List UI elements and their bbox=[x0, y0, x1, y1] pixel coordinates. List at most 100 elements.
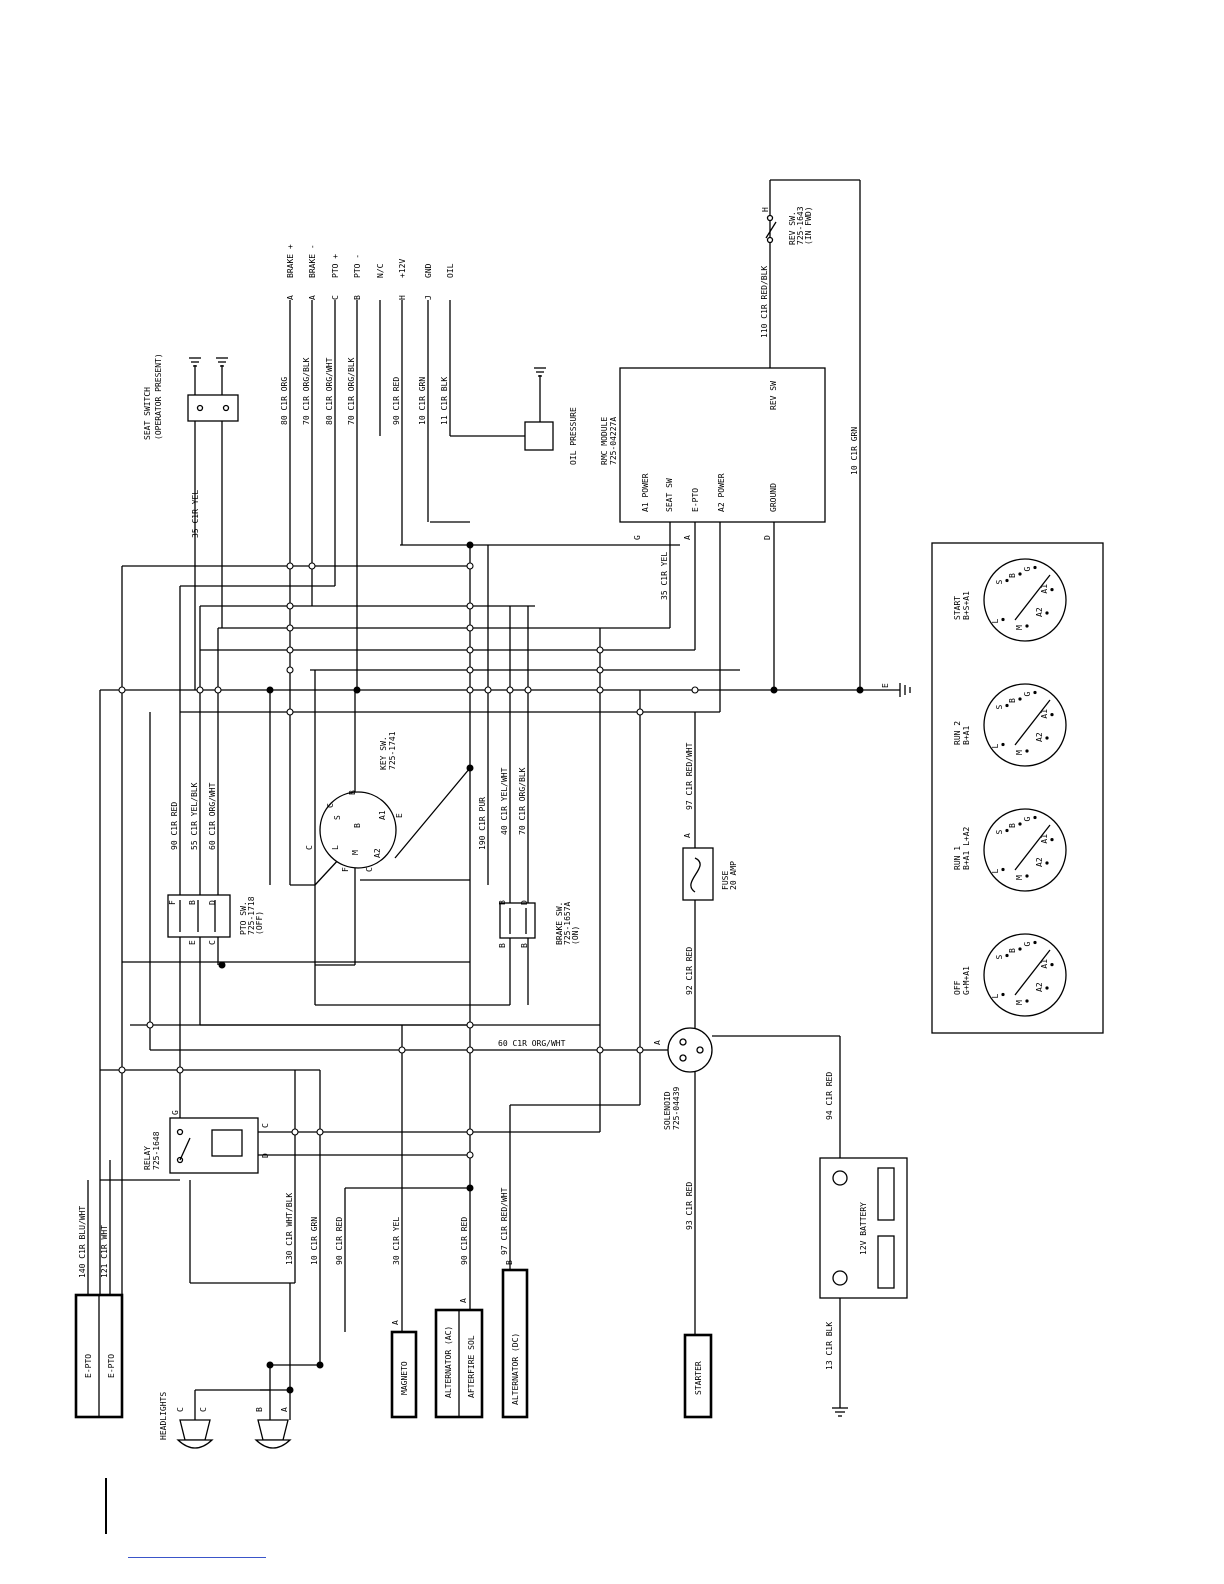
dial-terminal bbox=[1033, 565, 1037, 570]
e-pto: E-PTO E-PTO bbox=[74, 1293, 124, 1419]
wire-label: 90 C1R RED bbox=[392, 377, 401, 425]
dial-term-label: B bbox=[1008, 698, 1017, 703]
connector-pin: B bbox=[353, 295, 362, 300]
key-position-name: START bbox=[953, 596, 962, 620]
rmc-module: RMC MODULE 725-04227A A1 POWER SEAT SW E… bbox=[600, 367, 826, 540]
wire-label: 93 C1R RED bbox=[685, 1182, 694, 1230]
key-term: C bbox=[365, 867, 374, 872]
starter: STARTER bbox=[683, 1333, 713, 1419]
wire-label: 35 C1R YEL bbox=[191, 490, 200, 538]
magneto: A MAGNETO bbox=[390, 1320, 418, 1419]
ground-symbol-icon bbox=[534, 367, 546, 377]
wire-label: 60 C1R ORG/WHT bbox=[498, 1039, 566, 1048]
dial-term-label: L bbox=[991, 869, 1000, 874]
dial-term-label: A1 bbox=[1040, 709, 1049, 719]
dial-terminal bbox=[1025, 999, 1029, 1003]
headlights-label: HEADLIGHTS bbox=[159, 1392, 168, 1440]
wire-label: 10 C1R GRN bbox=[310, 1217, 319, 1265]
battery-label: 12V BATTERY bbox=[859, 1202, 868, 1255]
connector-name: N/C bbox=[376, 263, 385, 278]
dial-term-label: A1 bbox=[1040, 959, 1049, 969]
seat-switch-note: (OPERATOR PRESENT) bbox=[154, 353, 163, 440]
seat-switch-label: SEAT SWITCH bbox=[143, 387, 152, 440]
dial-term-label: A2 bbox=[1035, 732, 1044, 742]
wire-label: 94 C1R RED bbox=[825, 1072, 834, 1120]
reverse-switch: H REV SW. 725-1643 (IN FWD) bbox=[761, 206, 813, 245]
connector-pin: A bbox=[286, 295, 295, 300]
rmc-pin-ground: GROUND bbox=[769, 483, 778, 512]
dial-terminal bbox=[1005, 953, 1009, 958]
dial-term-label: M bbox=[1015, 625, 1024, 630]
pin-letter: F bbox=[168, 900, 177, 905]
dial-term-label: B bbox=[1008, 573, 1017, 578]
key-dial bbox=[983, 683, 1067, 767]
dial-terminal bbox=[1001, 742, 1005, 747]
dial-term-label: A1 bbox=[1040, 834, 1049, 844]
wire-label: 70 C1R ORG/BLK bbox=[347, 357, 356, 425]
wire-label: 10 C1R GRN bbox=[850, 427, 859, 475]
seat-switch: SEAT SWITCH (OPERATOR PRESENT) bbox=[143, 353, 239, 440]
relay-label: RELAY bbox=[143, 1146, 152, 1170]
wire-network bbox=[87, 179, 900, 1420]
connector-pin: A bbox=[308, 295, 317, 300]
alternator-ac: A ALTERNATOR (AC) AFTERFIRE SOL bbox=[434, 1298, 484, 1419]
key-position-terms: G+M+A1 bbox=[962, 966, 971, 995]
pin-letter: G bbox=[633, 535, 642, 540]
dial-terminal bbox=[1025, 749, 1029, 753]
key-switch: C B S B A1 L M A2 E C F C KEY SW. 725-17… bbox=[305, 731, 404, 872]
dial-terminal bbox=[1018, 822, 1022, 826]
key-sw-part: 725-1741 bbox=[388, 731, 397, 770]
pin-letter: C bbox=[199, 1407, 208, 1412]
connector-pin: J bbox=[424, 295, 433, 300]
pto-sw-part: 725-1718 bbox=[247, 896, 256, 935]
dial-terminal bbox=[1005, 703, 1009, 708]
pin-letter: A bbox=[653, 1040, 662, 1045]
brake-sw-note: (ON) bbox=[571, 926, 580, 945]
pin-letter: C bbox=[261, 1123, 270, 1128]
pin-letter: D bbox=[261, 1153, 270, 1158]
key-dial bbox=[983, 933, 1067, 1017]
pin-letter: B bbox=[255, 1407, 264, 1412]
connector-pin: C bbox=[331, 295, 340, 300]
magneto-label: MAGNETO bbox=[400, 1361, 409, 1395]
alternator-dc-label: ALTERNATOR (DC) bbox=[511, 1333, 520, 1405]
fuse: A FUSE 20 AMP bbox=[682, 833, 738, 901]
rev-sw-label: REV SW. bbox=[788, 211, 797, 245]
dial-terminal bbox=[1033, 815, 1037, 820]
dial-contact bbox=[1014, 949, 1051, 996]
dial-term-label: G bbox=[1023, 567, 1032, 572]
ground-symbol-icon bbox=[189, 357, 228, 367]
connector-name: PTO - bbox=[353, 254, 362, 278]
pin-letter: H bbox=[761, 207, 770, 212]
pin-letter: B bbox=[505, 1260, 514, 1265]
wire-label: 70 C1R ORG/BLK bbox=[518, 767, 527, 835]
dial-term-label: M bbox=[1015, 875, 1024, 880]
key-dial bbox=[983, 558, 1067, 642]
e-pto-label-2: E-PTO bbox=[107, 1354, 116, 1378]
key-position-name: RUN 2 bbox=[953, 721, 962, 745]
fuse-rating: 20 AMP bbox=[729, 861, 738, 890]
wire-label: 140 C1R BLU/WHT bbox=[78, 1206, 87, 1278]
wire-label: 130 C1R WHT/BLK bbox=[285, 1193, 294, 1265]
wire-label: 121 C1R WHT bbox=[100, 1225, 109, 1278]
key-position-terms: B+A1 L+A2 bbox=[962, 826, 971, 870]
dial-term-label: L bbox=[991, 619, 1000, 624]
pto-sw-note: (OFF) bbox=[255, 911, 264, 935]
ground-symbol-icon bbox=[832, 1407, 848, 1417]
dial-terminal bbox=[1005, 828, 1009, 833]
page-edge-bar bbox=[105, 1478, 107, 1534]
wire-label: 40 C1R YEL/WHT bbox=[500, 767, 509, 835]
dial-terminal bbox=[1050, 963, 1054, 967]
key-position-terms: B+S+A1 bbox=[962, 591, 971, 620]
brake-sw-part: 725-1657A bbox=[563, 901, 572, 945]
relay-part: 725-1648 bbox=[152, 1131, 161, 1170]
dial-term-label: B bbox=[1008, 823, 1017, 828]
dial-term-label: A2 bbox=[1035, 857, 1044, 867]
dial-terminal bbox=[1050, 713, 1054, 717]
wire-label: 110 C1R RED/BLK bbox=[760, 266, 769, 338]
key-position-name: RUN 1 bbox=[953, 846, 962, 870]
wire-label: 90 C1R RED bbox=[460, 1217, 469, 1265]
alternator-dc: B ALTERNATOR (DC) bbox=[501, 1260, 529, 1419]
